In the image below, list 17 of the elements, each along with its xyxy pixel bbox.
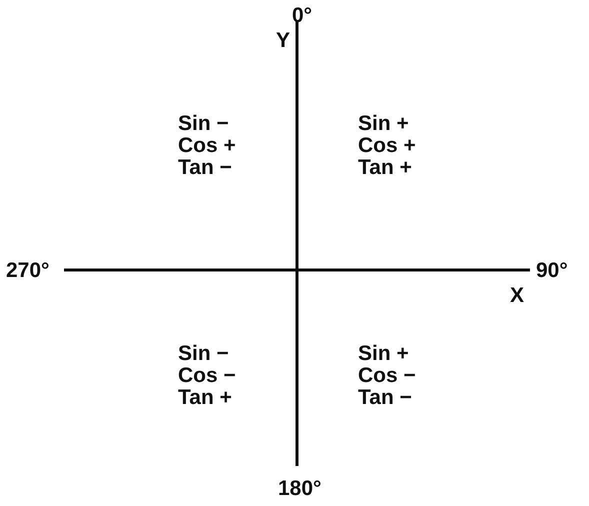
angle-label: 180°: [278, 478, 322, 499]
sign-label: Sin +: [358, 343, 409, 364]
axis-label: X: [510, 285, 524, 306]
sign-label: Tan +: [178, 387, 232, 408]
sign-label: Tan −: [358, 387, 412, 408]
sign-label: Cos +: [358, 135, 416, 156]
sign-label: Sin −: [178, 343, 229, 364]
sign-label: Cos +: [178, 135, 236, 156]
sign-label: Cos −: [358, 365, 416, 386]
sign-label: Tan +: [358, 157, 412, 178]
angle-label: 90°: [536, 260, 568, 281]
sign-label: Tan −: [178, 157, 232, 178]
angle-label: 270°: [6, 260, 50, 281]
sign-label: Cos −: [178, 365, 236, 386]
sign-label: Sin +: [358, 113, 409, 134]
sign-label: Sin −: [178, 113, 229, 134]
axis-label: Y: [276, 30, 290, 51]
